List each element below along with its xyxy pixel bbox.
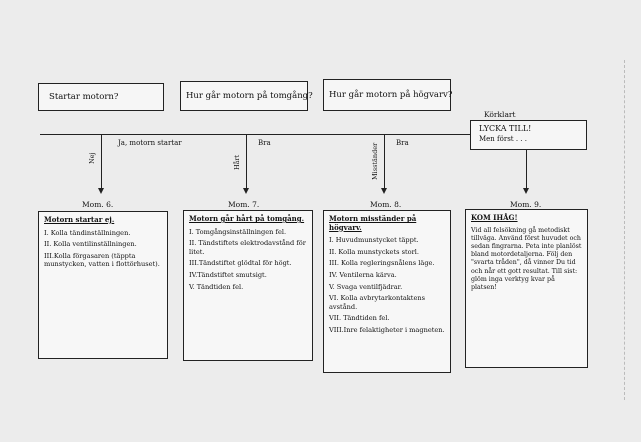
- branch2-hard-label: Hårt: [233, 154, 241, 170]
- branch2-good-label: Bra: [258, 139, 271, 147]
- panel-rough-idle: Motorn går hårt på tomgång. I. Tomgångsi…: [183, 210, 313, 361]
- question-idle-text: Hur går motorn på tomgång?: [186, 91, 313, 101]
- panel2-item: II. Tändstiftets elektrodavstånd för lit…: [189, 239, 306, 256]
- moment-7-label: Mom. 7.: [228, 200, 260, 209]
- panel3-item: V. Svaga ventilfjädrar.: [329, 282, 403, 291]
- panel3-title: Motorn misständer på högvarv.: [329, 214, 417, 232]
- branch1-arrow: [98, 188, 104, 194]
- branch3-arrow: [381, 188, 387, 194]
- branch2-arrow: [243, 188, 249, 194]
- panel3-item: IV. Ventilerna kärva.: [329, 270, 397, 279]
- korklart-header: Körklart: [484, 110, 516, 119]
- panel1-item: II. Kolla ventilinställningen.: [44, 240, 137, 249]
- branch2-line: [246, 134, 247, 190]
- panel-remember: KOM IHÅG! Vid all felsökning gå metodisk…: [465, 209, 588, 368]
- korklart-line2: Men först . . .: [479, 135, 527, 143]
- panel3-item: I. Huvudmunstycket täppt.: [329, 236, 419, 245]
- branch4-arrow: [523, 188, 529, 194]
- question-box-idle: Hur går motorn på tomgång?: [180, 81, 313, 111]
- panel3-item: II. Kolla munstyckets storl.: [329, 247, 419, 256]
- branch1-line: [101, 134, 102, 190]
- branch1-yes-label: Ja, motorn startar: [118, 139, 182, 147]
- panel-highrev-misfire: Motorn misständer på högvarv. I. Huvudmu…: [323, 210, 451, 373]
- panel3-item: III. Kolla regleringsnålens läge.: [329, 259, 435, 268]
- panel2-title: Motorn går hårt på tomgång.: [189, 214, 305, 223]
- question-box-starts: Startar motorn?: [38, 83, 164, 111]
- panel2-item: IV.Tändstiftet smutsigt.: [189, 270, 267, 279]
- branch3-good-label: Bra: [396, 139, 409, 147]
- main-flow-line: [40, 134, 471, 135]
- moment-9-label: Mom. 9.: [510, 200, 542, 209]
- question-box-highrev: Hur går motorn på högvarv?: [323, 79, 453, 111]
- panel4-title: KOM IHÅG!: [471, 213, 518, 222]
- panel3-item: VIII.Inre felaktigheter i magneten.: [329, 325, 445, 334]
- panel1-title: Motorn startar ej.: [44, 215, 115, 224]
- korklart-line1: LYCKA TILL!: [479, 124, 532, 133]
- panel2-item: III.Tändstiftet glödtal för högt.: [189, 259, 292, 268]
- panel-engine-no-start: Motorn startar ej. I. Kolla tändinställn…: [38, 211, 168, 359]
- branch3-misfire-label: Misständer: [371, 142, 379, 180]
- question-highrev-text: Hur går motorn på högvarv?: [329, 90, 453, 100]
- branch4-line: [526, 150, 527, 190]
- panel4-body: Vid all felsökning gå metodiskt tillväga…: [471, 226, 582, 292]
- scan-edge-strip: [624, 60, 635, 400]
- branch1-no-label: Nej: [88, 152, 96, 164]
- moment-6-label: Mom. 6.: [82, 200, 114, 209]
- panel1-item: I. Kolla tändinställningen.: [44, 228, 131, 237]
- question-starts-text: Startar motorn?: [49, 92, 119, 102]
- panel3-item: VI. Kolla avbrytarkontaktens avstånd.: [329, 294, 425, 311]
- moment-8-label: Mom. 8.: [370, 200, 402, 209]
- panel3-item: VII. Tändtiden fel.: [329, 314, 390, 323]
- panel2-item: V. Tändtiden fel.: [189, 282, 244, 291]
- korklart-box: LYCKA TILL! Men först . . .: [470, 120, 587, 150]
- branch3-line: [384, 134, 385, 190]
- panel2-item: I. Tomgångsinställningen fel.: [189, 227, 287, 236]
- panel1-item: III.Kolla förgasaren (täppta munstycken,…: [44, 251, 160, 269]
